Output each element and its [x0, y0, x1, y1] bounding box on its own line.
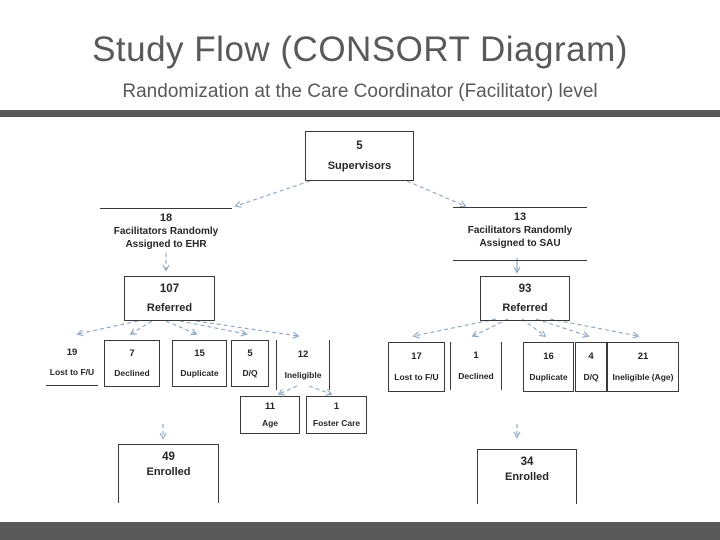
page-title: Study Flow (CONSORT Diagram) [92, 30, 628, 69]
node-ehr-lost-to-fu: 19 Lost to F/U [46, 340, 98, 386]
supervisors-count: 5 [356, 139, 363, 152]
sau-duplicate-count: 16 [543, 351, 554, 363]
supervisors-label: Supervisors [327, 160, 392, 173]
node-ehr-ineligible: 12 Ineligible [276, 340, 330, 390]
node-sau-ineligible-age: 21 Ineligible (Age) [607, 342, 679, 392]
arrow-supervisors-to-sau [406, 180, 467, 208]
arrows-sau-referred-fanout [412, 318, 640, 339]
node-ehr-branch: 18 Facilitators Randomly Assigned to EHR [100, 208, 232, 256]
ehr-dq-count: 5 [247, 348, 253, 360]
ineligible-age-label: Age [261, 417, 279, 428]
sau-dq-count: 4 [588, 351, 594, 363]
node-ehr-enrolled: 49 Enrolled [118, 444, 219, 503]
page-subtitle: Randomization at the Care Coordinator (F… [122, 81, 598, 102]
sau-branch-count: 13 [513, 211, 527, 223]
arrow-supervisors-to-ehr [234, 180, 311, 208]
sau-enrolled-label: Enrolled [504, 471, 549, 483]
node-sau-duplicate: 16 Duplicate [523, 342, 574, 392]
sau-branch-line1: Facilitators Randomly [467, 225, 573, 236]
node-sau-enrolled: 34 Enrolled [477, 449, 577, 504]
sau-duplicate-label: Duplicate [529, 371, 568, 382]
ehr-branch-line1: Facilitators Randomly [113, 226, 219, 237]
sau-branch-line2: Assigned to SAU [479, 238, 561, 249]
accent-bar-bottom [0, 522, 720, 540]
sau-ineligible-count: 21 [637, 351, 649, 363]
ehr-ineligible-label: Ineligible [284, 370, 322, 380]
ehr-declined-label: Declined [114, 367, 150, 378]
ehr-branch-line2: Assigned to EHR [125, 239, 207, 250]
node-sau-lost-to-fu: 17 Lost to F/U [388, 342, 445, 392]
ehr-referred-label: Referred [146, 302, 193, 314]
sau-declined-label: Declined [458, 370, 494, 381]
sau-enrolled-count: 34 [520, 456, 534, 468]
ehr-duplicate-count: 15 [194, 348, 205, 360]
node-ehr-dq: 5 D/Q [231, 340, 269, 387]
foster-care-count: 1 [333, 401, 340, 413]
arrows-ehr-referred-fanout [76, 320, 300, 339]
sau-ineligible-label: Ineligible (Age) [612, 371, 674, 382]
node-ineligible-foster-care: 1 Foster Care [306, 396, 367, 434]
foster-care-label: Foster Care [312, 417, 361, 428]
ehr-lost-label: Lost to F/U [49, 366, 95, 377]
ehr-declined-count: 7 [129, 348, 135, 360]
sau-referred-label: Referred [502, 302, 548, 314]
node-sau-dq: 4 D/Q [575, 342, 607, 392]
ehr-duplicate-label: Duplicate [180, 367, 219, 378]
node-ehr-declined: 7 Declined [104, 340, 160, 387]
node-ineligible-age: 11 Age [240, 396, 300, 434]
accent-bar-top [0, 110, 720, 117]
ehr-ineligible-count: 12 [297, 349, 309, 360]
ehr-branch-count: 18 [159, 212, 173, 224]
node-sau-declined: 1 Declined [450, 342, 502, 390]
node-supervisors: 5 Supervisors [305, 131, 414, 181]
ineligible-age-count: 11 [264, 401, 276, 413]
sau-dq-label: D/Q [583, 371, 599, 382]
node-ehr-duplicate: 15 Duplicate [172, 340, 227, 387]
sau-declined-count: 1 [473, 350, 479, 362]
ehr-enrolled-label: Enrolled [146, 466, 191, 478]
node-ehr-referred: 107 Referred [124, 276, 215, 321]
node-sau-branch: 13 Facilitators Randomly Assigned to SAU [453, 207, 587, 261]
ehr-enrolled-count: 49 [162, 451, 175, 463]
ehr-referred-count: 107 [159, 283, 180, 295]
sau-referred-count: 93 [518, 283, 532, 295]
node-sau-referred: 93 Referred [480, 276, 570, 321]
sau-lost-label: Lost to F/U [394, 371, 439, 382]
ehr-lost-count: 19 [66, 347, 78, 359]
sau-lost-count: 17 [411, 351, 422, 363]
ehr-dq-label: D/Q [242, 367, 258, 378]
